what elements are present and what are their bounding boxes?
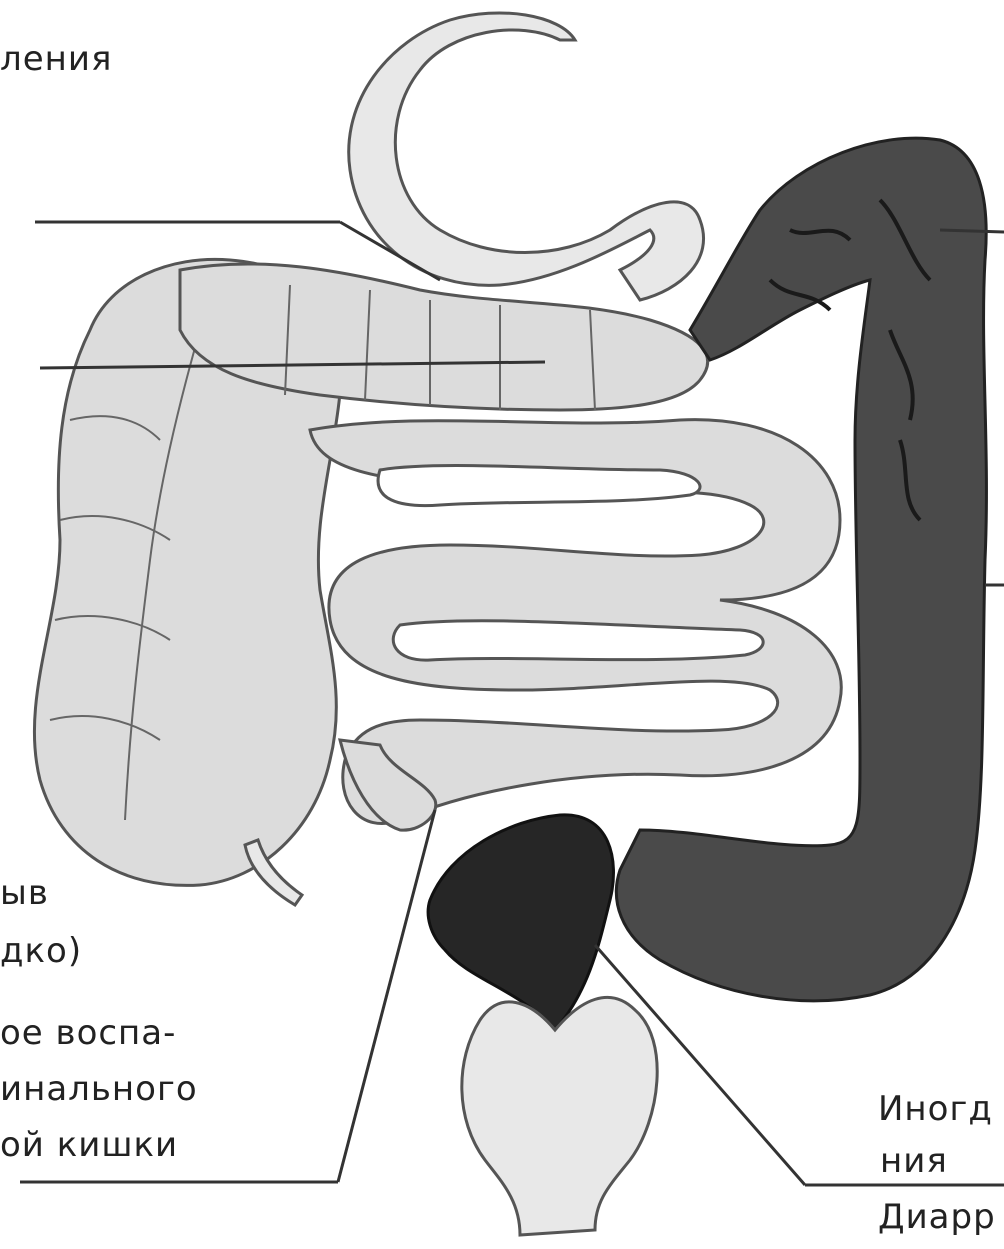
rectum xyxy=(428,815,613,1030)
label-left-bottom-line3: ой кишки xyxy=(0,1124,178,1166)
small-intestine-gap-1 xyxy=(378,466,700,506)
leader-line-right-top xyxy=(940,230,1004,232)
label-left-bottom-line1: ое воспа- xyxy=(0,1012,176,1054)
label-right-bottom-line1: Иногд xyxy=(878,1088,993,1130)
label-right-bottom-line3: Диарр xyxy=(878,1196,996,1238)
label-left-bottom-line2: инального xyxy=(0,1068,198,1110)
label-top-left: ления xyxy=(0,38,112,80)
label-right-bottom-line2: ния xyxy=(880,1140,948,1182)
anal-canal xyxy=(462,997,657,1235)
label-left-mid-line1: ыв xyxy=(0,872,49,914)
label-left-mid-line2: дко) xyxy=(0,930,82,972)
leader-line-bottom-left-diagonal xyxy=(338,810,435,1182)
